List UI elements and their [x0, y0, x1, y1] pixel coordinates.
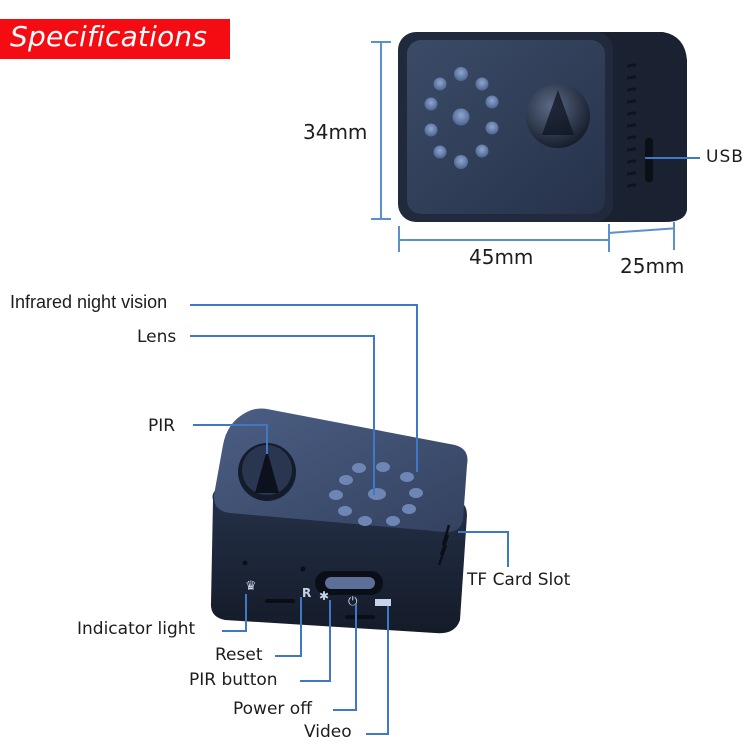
banner-title: Specifications [10, 20, 208, 53]
pir-label: PIR [148, 416, 176, 436]
video-line-h [366, 733, 389, 735]
infrared-line-v [416, 304, 418, 472]
dim-depth-label: 25mm [620, 254, 685, 278]
infrared-line-h [190, 304, 418, 306]
lens-line-v [373, 335, 375, 495]
dim-height-cap-top [371, 41, 391, 43]
camera-angled-view: ♛ R ✱ ⏻ [210, 408, 468, 634]
power-off-label: Power off [233, 699, 312, 719]
usb-callout-line [645, 157, 700, 159]
dim-width-cap-mid [608, 224, 610, 252]
dim-height-cap-bottom [371, 218, 391, 220]
dim-height-label: 34mm [303, 120, 368, 144]
reset-label: Reset [215, 645, 263, 665]
video-line-v [387, 606, 389, 735]
pir-line-v [266, 424, 268, 454]
svg-text:⏻: ⏻ [348, 594, 358, 608]
power-off-line-h [333, 709, 357, 711]
dim-width-cap-left [398, 226, 400, 252]
dim-height-line [380, 41, 382, 219]
tf-line-v [507, 531, 509, 567]
lens-label: Lens [137, 327, 177, 347]
reset-line-h [275, 655, 302, 657]
tf-card-label: TF Card Slot [467, 570, 571, 590]
camera-front-view [398, 32, 687, 222]
lens-line-h [190, 335, 375, 337]
reset-marking: R [302, 586, 311, 600]
dim-width-label: 45mm [469, 245, 534, 269]
specifications-banner: Specifications [0, 19, 230, 59]
pir-button-line-v [329, 600, 331, 682]
pir-line-h [193, 424, 268, 426]
svg-text:✱: ✱ [319, 589, 329, 603]
dim-depth-cap [673, 222, 675, 250]
svg-text:♛: ♛ [245, 579, 257, 594]
tf-line-h [458, 531, 508, 533]
dim-width-line [399, 239, 609, 241]
usb-label: USB [706, 147, 744, 167]
reset-line-v [300, 597, 302, 657]
pir-button-label: PIR button [189, 670, 278, 690]
indicator-label: Indicator light [77, 619, 196, 639]
pir-button-line-h [300, 680, 331, 682]
video-label: Video [304, 722, 352, 742]
infrared-label: Infrared night vision [10, 292, 168, 312]
power-off-line-v [355, 604, 357, 711]
indicator-line-v [245, 594, 247, 632]
indicator-line-h [222, 630, 247, 632]
